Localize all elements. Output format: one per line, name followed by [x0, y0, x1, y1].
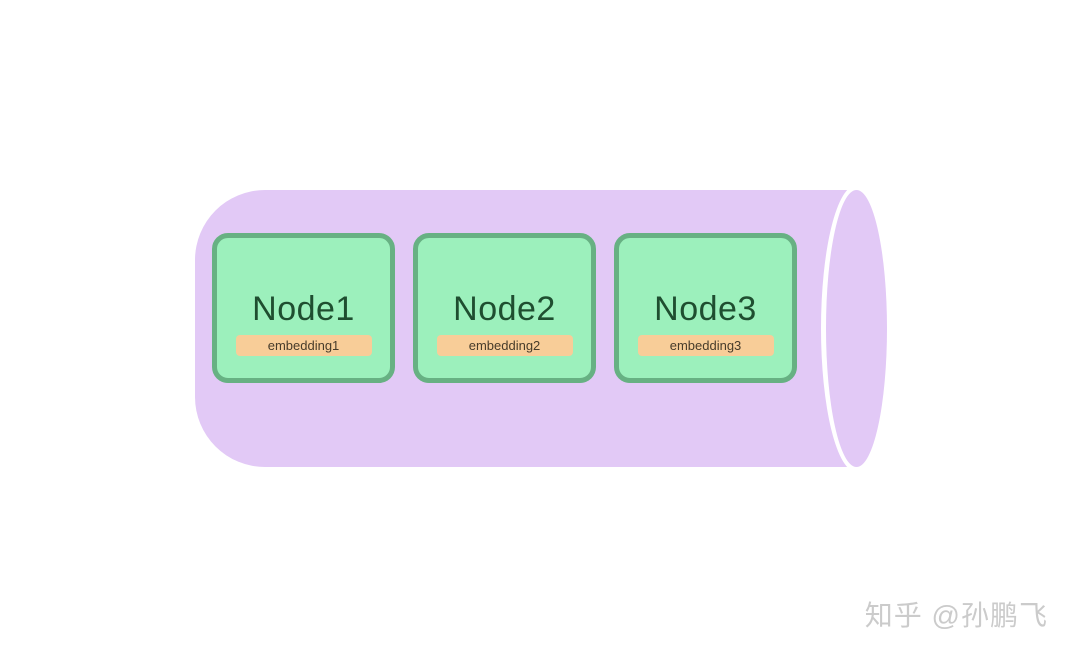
watermark: 知乎 @孙鹏飞 — [864, 600, 1048, 631]
node-title: Node2 — [453, 290, 556, 328]
embedding-badge: embedding1 — [235, 335, 372, 356]
node-card: Node1 embedding1 — [212, 233, 395, 383]
embedding-badge: embedding2 — [436, 335, 573, 356]
database-cylinder-cap — [821, 185, 892, 472]
node-card: Node3 embedding3 — [614, 233, 797, 383]
node-title: Node1 — [252, 290, 355, 328]
embedding-badge: embedding3 — [637, 335, 774, 356]
nodes-row: Node1 embedding1 Node2 embedding2 Node3 … — [212, 233, 797, 383]
node-title: Node3 — [654, 290, 757, 328]
node-card: Node2 embedding2 — [413, 233, 596, 383]
